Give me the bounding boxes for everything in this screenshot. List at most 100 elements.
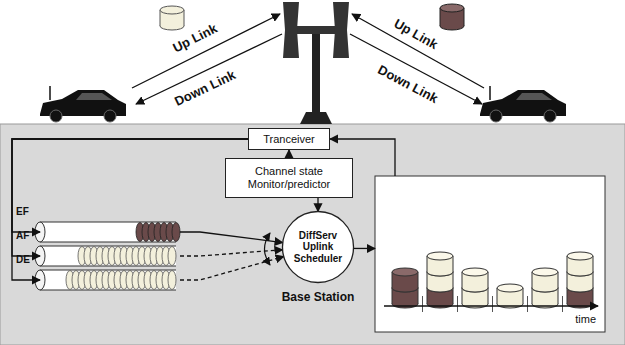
packet-cylinder — [462, 272, 463, 288]
packet-cylinder — [418, 288, 419, 304]
packet-cylinder — [488, 272, 489, 288]
queue: AF — [40, 246, 180, 266]
packet-cylinder — [427, 272, 428, 288]
packet-dark — [440, 4, 464, 12]
packet-cylinder — [453, 256, 454, 272]
packet-cylinder — [558, 288, 559, 304]
connector — [353, 248, 375, 249]
time-axis — [384, 305, 598, 306]
slot-tick — [457, 296, 458, 312]
packet-cylinder — [427, 256, 428, 272]
connector — [12, 139, 248, 280]
link-label: Up Link — [170, 21, 219, 56]
packet-cylinder — [392, 268, 418, 292]
packet-cylinder — [567, 252, 593, 276]
slot-tick — [422, 296, 423, 312]
queue-class-label: AF — [16, 230, 29, 242]
packet-cylinder — [593, 288, 594, 304]
slot-tick — [562, 296, 563, 312]
queue-cylinders — [40, 266, 176, 267]
packet-cylinder — [567, 288, 568, 304]
queue-cylinders — [40, 290, 176, 291]
car-right — [516, 93, 552, 100]
queued-packets — [66, 223, 180, 290]
node-text: Channel state Monitor/predictor — [226, 165, 352, 190]
packet-cylinder — [532, 268, 558, 292]
packet-dark — [464, 8, 465, 26]
packet-cylinder — [462, 268, 488, 292]
link-label: Down Link — [375, 62, 440, 106]
car-right — [489, 86, 491, 100]
packet-cylinder — [392, 288, 393, 304]
packet-dark — [440, 8, 441, 26]
queued-packet — [172, 223, 180, 242]
connector — [12, 139, 248, 256]
packet-cylinder — [497, 284, 523, 308]
packet-cylinder — [462, 268, 488, 276]
antenna-tower — [312, 30, 320, 114]
packet-cylinder — [427, 252, 453, 260]
packet-cylinder — [497, 284, 523, 292]
packet-cylinder — [567, 256, 568, 272]
packet-cylinder — [523, 288, 524, 304]
queue-cylinders — [40, 270, 176, 271]
connector — [180, 257, 284, 280]
car-left — [50, 110, 62, 122]
antenna-tower — [283, 2, 299, 58]
packet-light — [160, 6, 184, 30]
packet-cylinder — [427, 252, 453, 276]
queue: DE — [40, 270, 180, 290]
queue-cylinders — [40, 246, 176, 266]
queue-cylinders — [35, 222, 176, 290]
queue-cylinders — [40, 246, 176, 247]
connector — [180, 232, 283, 243]
car-right — [480, 86, 566, 122]
channel-monitor-box: Channel state Monitor/predictor — [225, 158, 353, 198]
queue-cylinders — [40, 222, 176, 242]
packet-cylinder — [558, 272, 559, 288]
connector — [12, 139, 248, 232]
packet-cylinder — [453, 288, 454, 304]
packet-cylinder — [453, 272, 454, 288]
packet-light — [160, 6, 184, 14]
queue-class-label: EF — [16, 206, 29, 218]
packet-cylinder — [532, 288, 533, 304]
station-label: Base Station — [282, 290, 355, 304]
packet-cylinder — [532, 272, 533, 288]
radio-links — [132, 14, 280, 88]
packet-cylinder — [392, 268, 418, 276]
car-right — [544, 110, 556, 122]
packet-cylinder — [593, 272, 594, 288]
queue: EF — [40, 222, 180, 242]
queue-cylinders — [40, 270, 176, 290]
slot-chart: time — [375, 176, 605, 332]
antenna-tower — [296, 26, 336, 34]
node-text: Tranceiver — [263, 133, 315, 146]
packet-cylinder — [488, 288, 489, 304]
connector — [288, 150, 289, 158]
queued-packet — [168, 271, 176, 290]
packet-cylinder — [462, 288, 463, 304]
packet-cylinder — [532, 268, 558, 276]
packet-cylinder — [567, 272, 568, 288]
chart-panel — [375, 176, 605, 332]
transceiver-box: Tranceiver — [248, 128, 330, 150]
packet-cylinder — [567, 252, 593, 260]
slot-tick — [527, 296, 528, 312]
packet-cylinder — [497, 288, 498, 304]
queue-class-label: DE — [16, 254, 30, 266]
node-text: DiffServ Uplink Scheduler — [289, 230, 347, 265]
packet-light — [160, 10, 161, 26]
car-left — [49, 86, 51, 100]
connector — [180, 250, 283, 256]
antenna-tower — [283, 2, 349, 124]
queued-packet — [168, 247, 176, 266]
axis-label: time — [575, 313, 596, 326]
packet-cylinder — [418, 272, 419, 288]
slot-tick — [492, 296, 493, 312]
packet-cylinder — [392, 272, 393, 288]
scheduler-circle: DiffServ Uplink Scheduler — [281, 210, 355, 284]
connector — [317, 198, 318, 211]
link-label: Down Link — [172, 67, 238, 109]
